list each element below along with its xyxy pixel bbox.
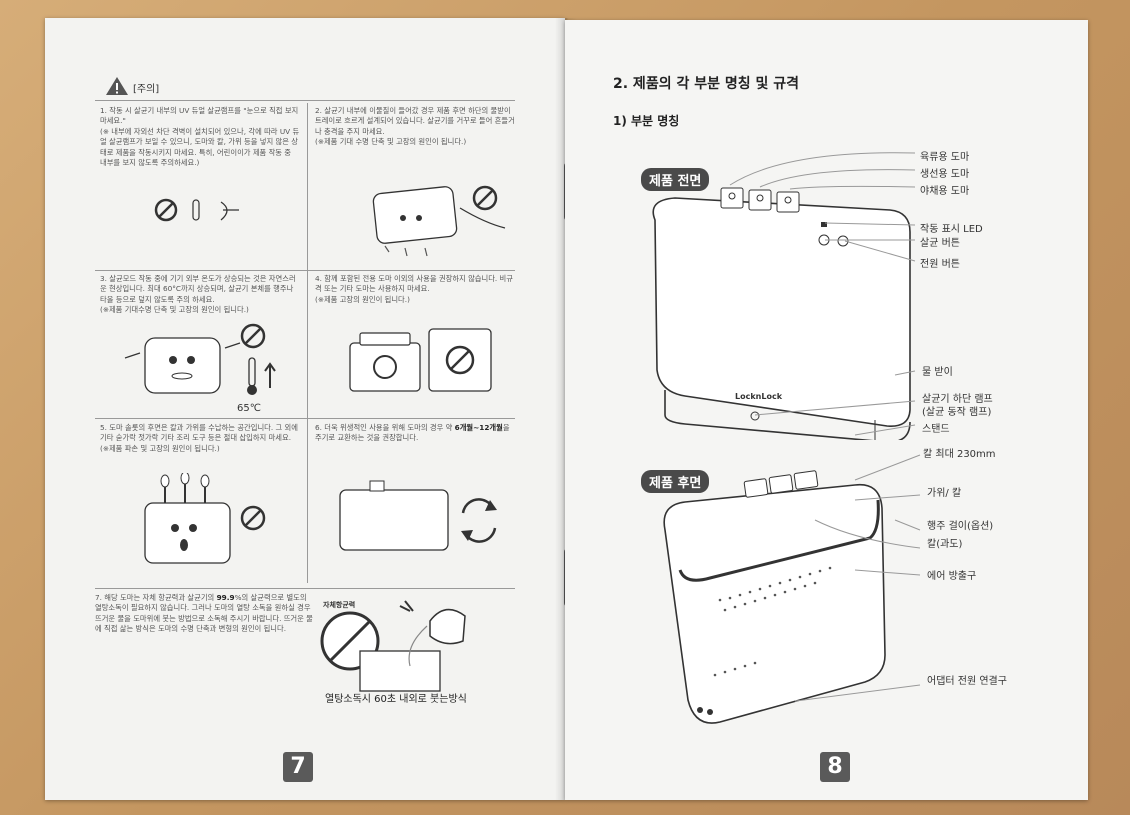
label-sterilize-button: 살균 버튼 <box>920 238 960 249</box>
divider <box>95 100 515 101</box>
label-scissors-knife: 가위/ 칼 <box>927 488 962 499</box>
note-1: 1. 작동 시 살균기 내부의 UV 듀얼 살균램프를 "눈으로 직접 보지 마… <box>100 106 300 168</box>
page-number: 8 <box>820 752 850 782</box>
tilted-sterilizer-illustration <box>372 185 506 257</box>
label-led: 작동 표시 LED <box>920 224 983 235</box>
front-view-illustration <box>652 187 911 440</box>
label-meat-board: 육류용 도마 <box>920 152 970 163</box>
manual-page-left: [주의] 1. 작동 시 살균기 내부의 UV 듀얼 살균램프를 "눈으로 직접… <box>45 18 565 800</box>
hot-sterilizer-illustration <box>124 323 276 395</box>
note-2: 2. 살균기 내부에 이물질이 들어갔 경우 제품 후면 하단의 물받이 트레이… <box>315 106 515 147</box>
note-4: 4. 함께 포함된 전용 도마 이외의 사용을 권장하지 않습니다. 비규격 또… <box>315 274 513 304</box>
no-utensils-illustration <box>144 473 266 564</box>
back-view-tag: 제품 후면 <box>641 470 710 493</box>
no-look-uv-icon <box>154 198 239 222</box>
manual-page-right: 2. 제품의 각 부분 명칭 및 규격 1) 부분 명칭 LocknLock 제… <box>565 20 1088 800</box>
label-knife-max: 칼 최대 230mm <box>923 449 996 460</box>
label-fruit-knife: 칼(과도) <box>927 539 963 550</box>
label-water-tray: 물 받이 <box>922 367 953 378</box>
label-fish-board: 생선용 도마 <box>920 169 970 180</box>
label-bottom-lamp-detail: (살균 동작 램프) <box>922 407 992 418</box>
note-6: 6. 더욱 위생적인 사용을 위해 도마의 경우 약 6개월~12개월을 주기로… <box>315 423 510 443</box>
label-veg-board: 야채용 도마 <box>920 186 970 197</box>
column-divider <box>307 103 308 583</box>
brand-logo: LocknLock <box>735 392 783 401</box>
divider <box>95 418 515 419</box>
label-power-button: 전원 버튼 <box>920 259 960 270</box>
label-bottom-lamp: 살균기 하단 램프 <box>922 394 993 405</box>
sterilize-caption: 열탕소독시 60초 내외로 붓는방식 <box>325 694 467 705</box>
warning-triangle-icon <box>106 77 128 95</box>
leader-lines-front <box>729 152 916 436</box>
note-5: 5. 도마 솔롯의 후면은 칼과 가위를 수납하는 공간입니다. 그 외에 기타… <box>100 423 298 453</box>
divider <box>95 588 515 589</box>
temperature-label: 65℃ <box>237 403 261 414</box>
note-7: 7. 해당 도마는 자체 항균력과 살균기의 99.9%의 살균력으로 별도의 … <box>95 593 313 634</box>
divider <box>95 270 515 271</box>
section-title: 2. 제품의 각 부분 명칭 및 규격 <box>613 76 799 92</box>
leader-lines-back <box>795 454 921 702</box>
subsection-title: 1) 부분 명칭 <box>613 114 680 128</box>
cutting-board-warning-illustration <box>349 328 492 392</box>
front-view-tag: 제품 전면 <box>641 168 710 191</box>
board-replace-illustration <box>339 480 497 551</box>
note-3: 3. 살균모드 작동 중에 기기 외부 온도가 상승되는 것은 자연스러운 현상… <box>100 274 296 315</box>
hot-water-sterilize-illustration <box>320 600 466 692</box>
page-number: 7 <box>283 752 313 782</box>
antibacterial-badge: 자체항균력 <box>323 601 356 609</box>
label-towel-hanger: 행주 걸이(옵션) <box>927 521 994 532</box>
back-view-illustration <box>663 470 886 724</box>
label-air-vent: 에어 방출구 <box>927 571 977 582</box>
label-adapter-port: 어댑터 전원 연결구 <box>927 676 1007 687</box>
warning-title: [주의] <box>133 84 160 95</box>
label-stand: 스탠드 <box>922 424 950 435</box>
